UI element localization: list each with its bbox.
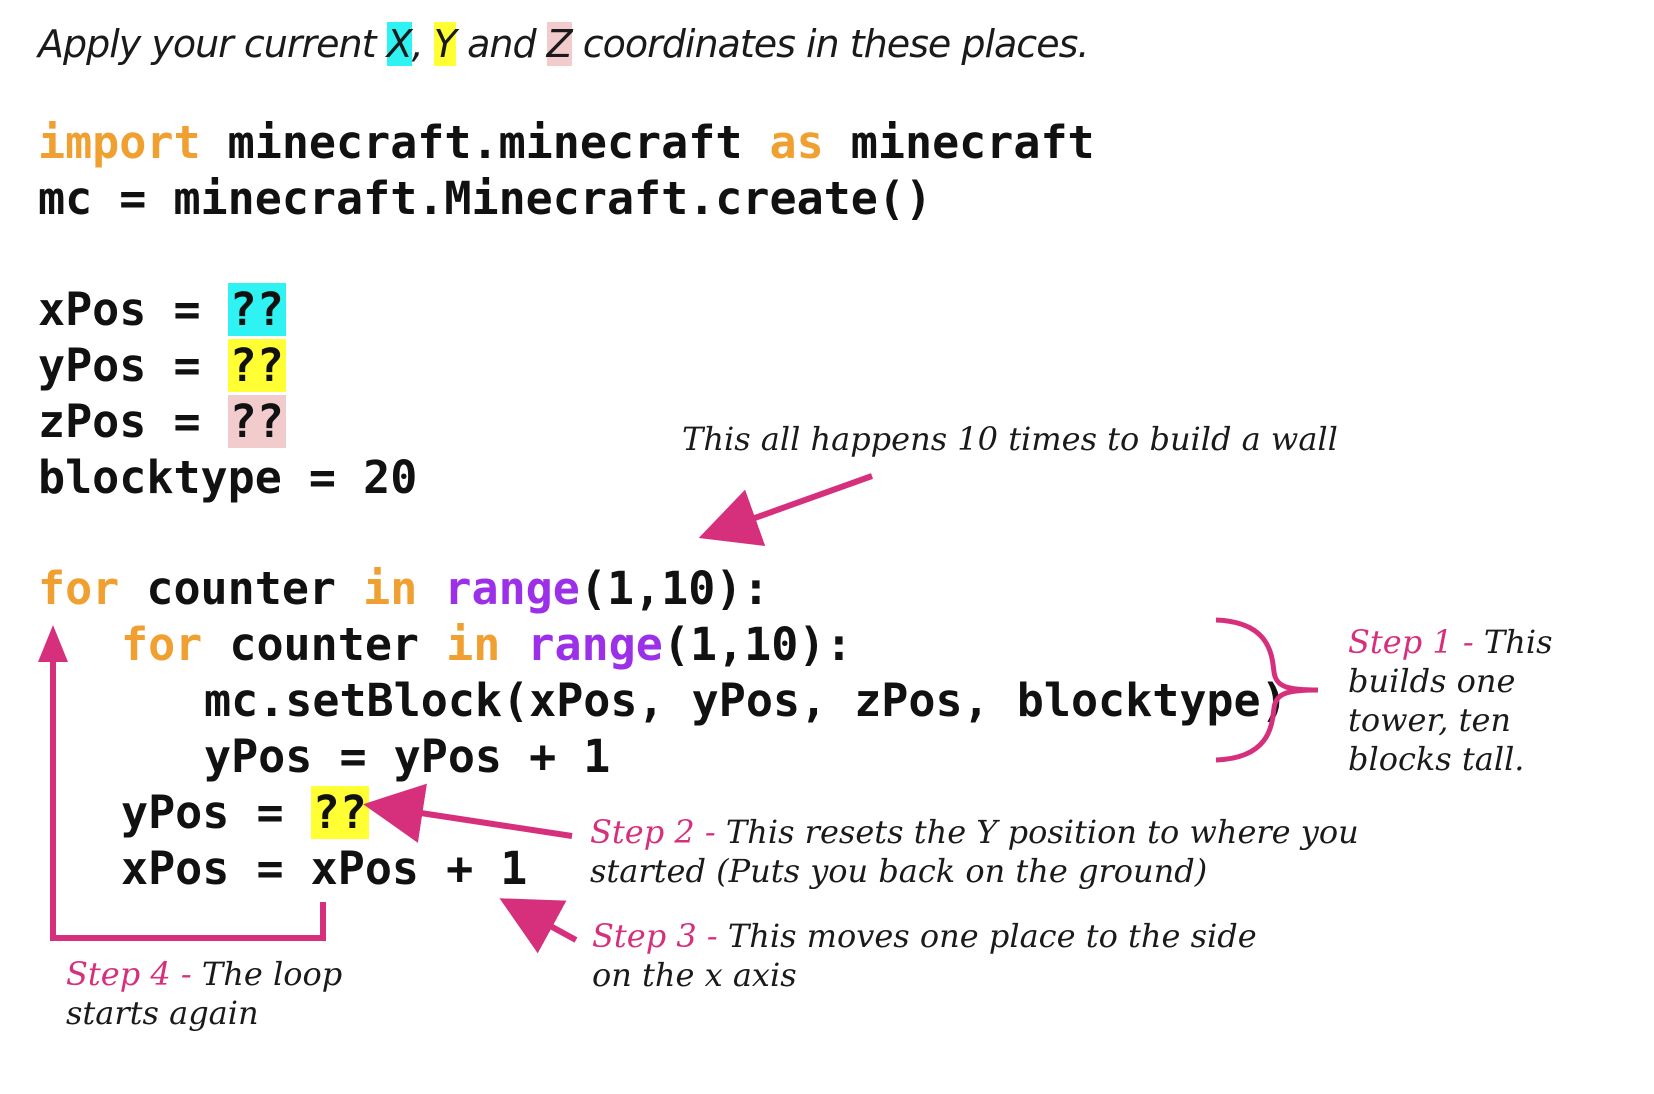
step2-label: Step 2 - [590,813,726,851]
zpos-lhs: zPos = [38,395,228,448]
step3-line1: Step 3 - This moves one place to the sid… [592,917,1257,956]
step1-label: Step 1 - [1348,623,1484,661]
keyword-for: for [38,562,120,615]
step1-line1: Step 1 - This [1348,623,1553,662]
code-line-outer-for: for counter in range(1,10): [38,566,770,611]
counter-var: counter [202,618,447,671]
builtin-range: range [527,618,663,671]
code-line-zpos: zPos = ?? [38,395,286,448]
intro-after: coordinates in these places. [571,22,1090,66]
note-step1: Step 1 - This builds one tower, ten bloc… [1348,623,1553,779]
code-line-create: mc = minecraft.Minecraft.create() [38,172,933,225]
step2-text1: This resets the Y position to where you [725,813,1359,851]
keyword-in: in [363,562,418,615]
code-line-setblock: mc.setBlock(xPos, yPos, zPos, blocktype) [204,674,1288,727]
keyword-for: for [121,618,203,671]
step4-loop-arrow [50,650,326,941]
step4-text1: The loop [201,955,343,993]
code-line-import: import minecraft.minecraft as minecraft [38,120,1095,165]
code-line-xpos-increment: xPos = xPos + 1 [121,842,528,895]
code-line-ypos-reset: yPos = ?? [121,786,369,839]
step4-arrowhead [38,625,68,662]
code-line-inner-for: for counter in range(1,10): [121,622,853,667]
alias-name: minecraft [823,116,1095,169]
step3-text1: This moves one place to the side [727,917,1257,955]
step1-line4: blocks tall. [1348,740,1525,778]
builtin-range: range [444,562,580,615]
step1-line3: tower, ten [1348,701,1511,739]
xpos-lhs: xPos = [38,283,228,336]
step1-line2: builds one [1348,662,1516,700]
range-args: (1,10): [579,562,770,615]
ypos-reset-lhs: yPos = [121,786,311,839]
counter-var: counter [119,562,364,615]
keyword-in: in [446,618,501,671]
code-line-blocktype: blocktype = 20 [38,451,418,504]
y-highlight: Y [433,22,457,66]
step3-arrow [499,898,578,954]
step4-line1: Step 4 - The loop [66,955,342,994]
code-line-ypos: yPos = ?? [38,339,286,392]
step2-line1: Step 2 - This resets the Y position to w… [590,813,1359,852]
step4-label: Step 4 - [66,955,202,993]
step4-line2: starts again [66,994,259,1032]
wall-arrow [698,473,874,547]
ypos-lhs: yPos = [38,339,228,392]
module-name: minecraft.minecraft [200,116,770,169]
x-highlight: X [386,22,413,66]
step3-label: Step 3 - [592,917,728,955]
y-placeholder: ?? [227,339,286,392]
note-step4: Step 4 - The loop starts again [66,955,342,1033]
step2-line2: started (Puts you back on the ground) [590,852,1208,890]
code-line-xpos: xPos = ?? [38,283,286,336]
code-line-ypos-increment: yPos = yPos + 1 [204,730,611,783]
step3-line2: on the x axis [592,956,797,994]
note-step2: Step 2 - This resets the Y position to w… [590,813,1359,891]
step1-brace [1215,617,1319,763]
note-wall: This all happens 10 times to build a wal… [682,420,1338,458]
z-highlight: Z [546,22,573,66]
z-placeholder: ?? [227,395,286,448]
instruction-text: Apply your current X, Y and Z coordinate… [38,22,1090,66]
x-placeholder: ?? [227,283,286,336]
intro-comma: , [411,22,434,66]
range-args: (1,10): [662,618,853,671]
intro-before: Apply your current [38,22,387,66]
keyword-import: import [38,116,201,169]
intro-and: and [456,22,547,66]
y-reset-placeholder: ?? [310,786,369,839]
step1-text1: This [1483,623,1553,661]
step2-arrow [363,783,573,843]
note-step3: Step 3 - This moves one place to the sid… [592,917,1257,995]
keyword-as: as [769,116,824,169]
